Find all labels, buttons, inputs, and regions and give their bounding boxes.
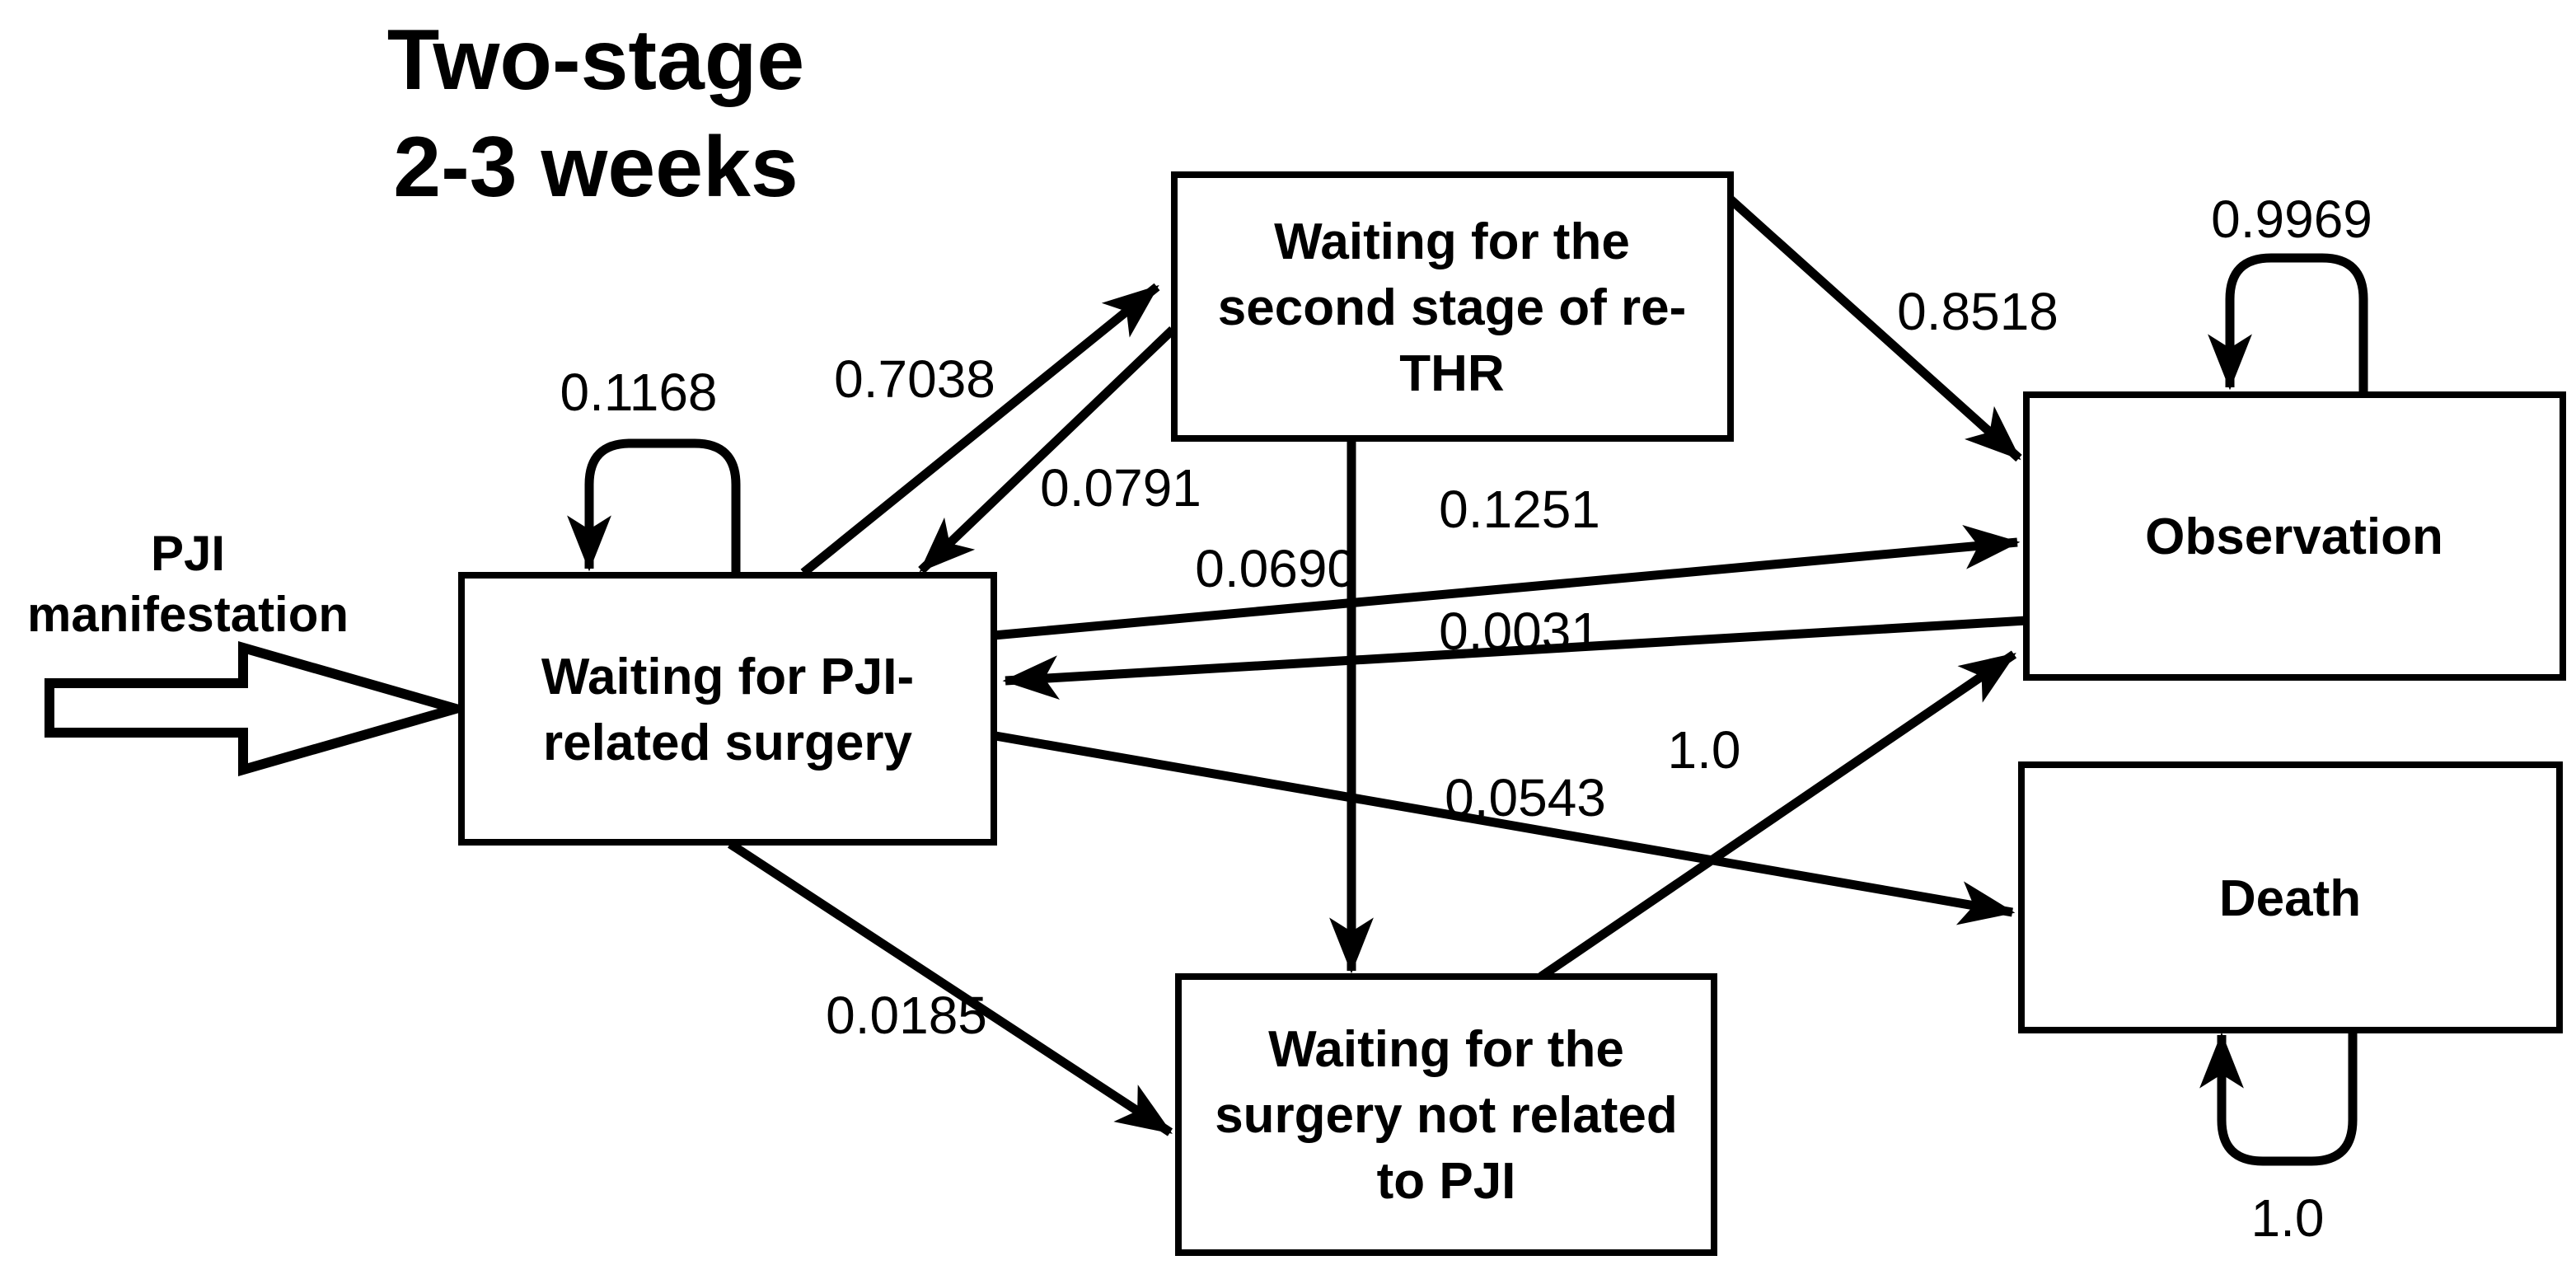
transition-arrow-pji-surgery-to-death [995, 731, 2016, 925]
state-label-line: surgery not related [1215, 1087, 1678, 1144]
probability-pji-surgery-to-non-pji-surgery: 0.0185 [826, 986, 987, 1045]
state-label-line: Death [2219, 870, 2361, 927]
state-observation: Observation [2023, 391, 2566, 681]
probability-self-pji-surgery: 0.1168 [560, 363, 718, 422]
state-box-observation [2023, 391, 2566, 681]
state-label-line: related surgery [543, 714, 913, 771]
probability-observation-to-pji-surgery: 0.0031 [1439, 602, 1600, 661]
state-box-waiting-pji-related-surgery [458, 572, 997, 846]
state-waiting-surgery-not-related-pji: Waiting for the surgery not related to P… [1175, 973, 1717, 1256]
probability-second-stage-to-pji-surgery: 0.0791 [1040, 458, 1201, 518]
state-label-line: Observation [2145, 508, 2443, 565]
state-box-waiting-second-stage-re-thr [1171, 171, 1734, 442]
figure-title: Two-stage 2-3 weeks [387, 12, 805, 215]
state-waiting-second-stage-re-thr: Waiting for the second stage of re- THR [1171, 171, 1734, 442]
transition-arrow-non-pji-surgery-to-observation [1538, 650, 2017, 981]
state-waiting-pji-related-surgery: Waiting for PJI- related surgery [458, 572, 997, 846]
probability-second-stage-to-observation: 0.8518 [1897, 282, 2058, 341]
state-label-line: Waiting for the [1268, 1021, 1624, 1078]
figure-title-line1: Two-stage [387, 12, 805, 108]
transition-arrow-pji-surgery-to-observation [993, 525, 2021, 640]
state-box-waiting-surgery-not-related-pji [1175, 973, 1717, 1256]
transition-arrow-self-observation [2208, 253, 2368, 395]
state-death: Death [2018, 761, 2563, 1033]
state-label-line: second stage of re- [1218, 279, 1686, 336]
entry-marker: PJI manifestation [27, 526, 474, 776]
probability-pji-surgery-to-observation: 0.1251 [1439, 480, 1600, 539]
transition-arrows [567, 195, 2368, 1166]
transition-arrow-pji-surgery-to-second-stage [800, 283, 1160, 577]
probability-self-death: 1.0 [2251, 1188, 2325, 1248]
probability-pji-surgery-to-second-stage: 0.7038 [834, 349, 995, 409]
entry-label-line1: PJI [151, 526, 225, 581]
transition-arrow-observation-to-pji-surgery [1002, 616, 2027, 700]
probability-second-stage-to-non-pji-surgery: 0.0690 [1195, 539, 1356, 598]
state-label-line: THR [1399, 345, 1504, 402]
transition-arrow-pji-surgery-to-non-pji-surgery [727, 840, 1173, 1136]
probability-pji-surgery-to-death: 0.0543 [1445, 768, 1606, 827]
transition-arrow-second-stage-to-observation [1727, 195, 2022, 462]
transition-probability-labels: 0.1168 0.7038 0.0791 0.8518 0.0690 0.125… [560, 190, 2372, 1248]
state-box-death [2018, 761, 2563, 1033]
probability-non-pji-surgery-to-observation: 1.0 [1668, 720, 1741, 780]
transition-arrow-self-waiting-pji-surgery [567, 438, 741, 575]
figure-title-line2: 2-3 weeks [393, 119, 798, 215]
probability-self-observation: 0.9969 [2211, 190, 2372, 249]
state-label-line: Waiting for PJI- [541, 649, 914, 705]
entry-label-line2: manifestation [27, 587, 349, 642]
state-label-line: Waiting for the [1274, 213, 1630, 270]
transition-arrow-second-stage-to-pji-surgery [918, 326, 1176, 574]
transition-arrow-self-death [2199, 1030, 2358, 1166]
entry-block-arrow-icon [44, 641, 474, 776]
state-label-line: to PJI [1377, 1153, 1516, 1210]
